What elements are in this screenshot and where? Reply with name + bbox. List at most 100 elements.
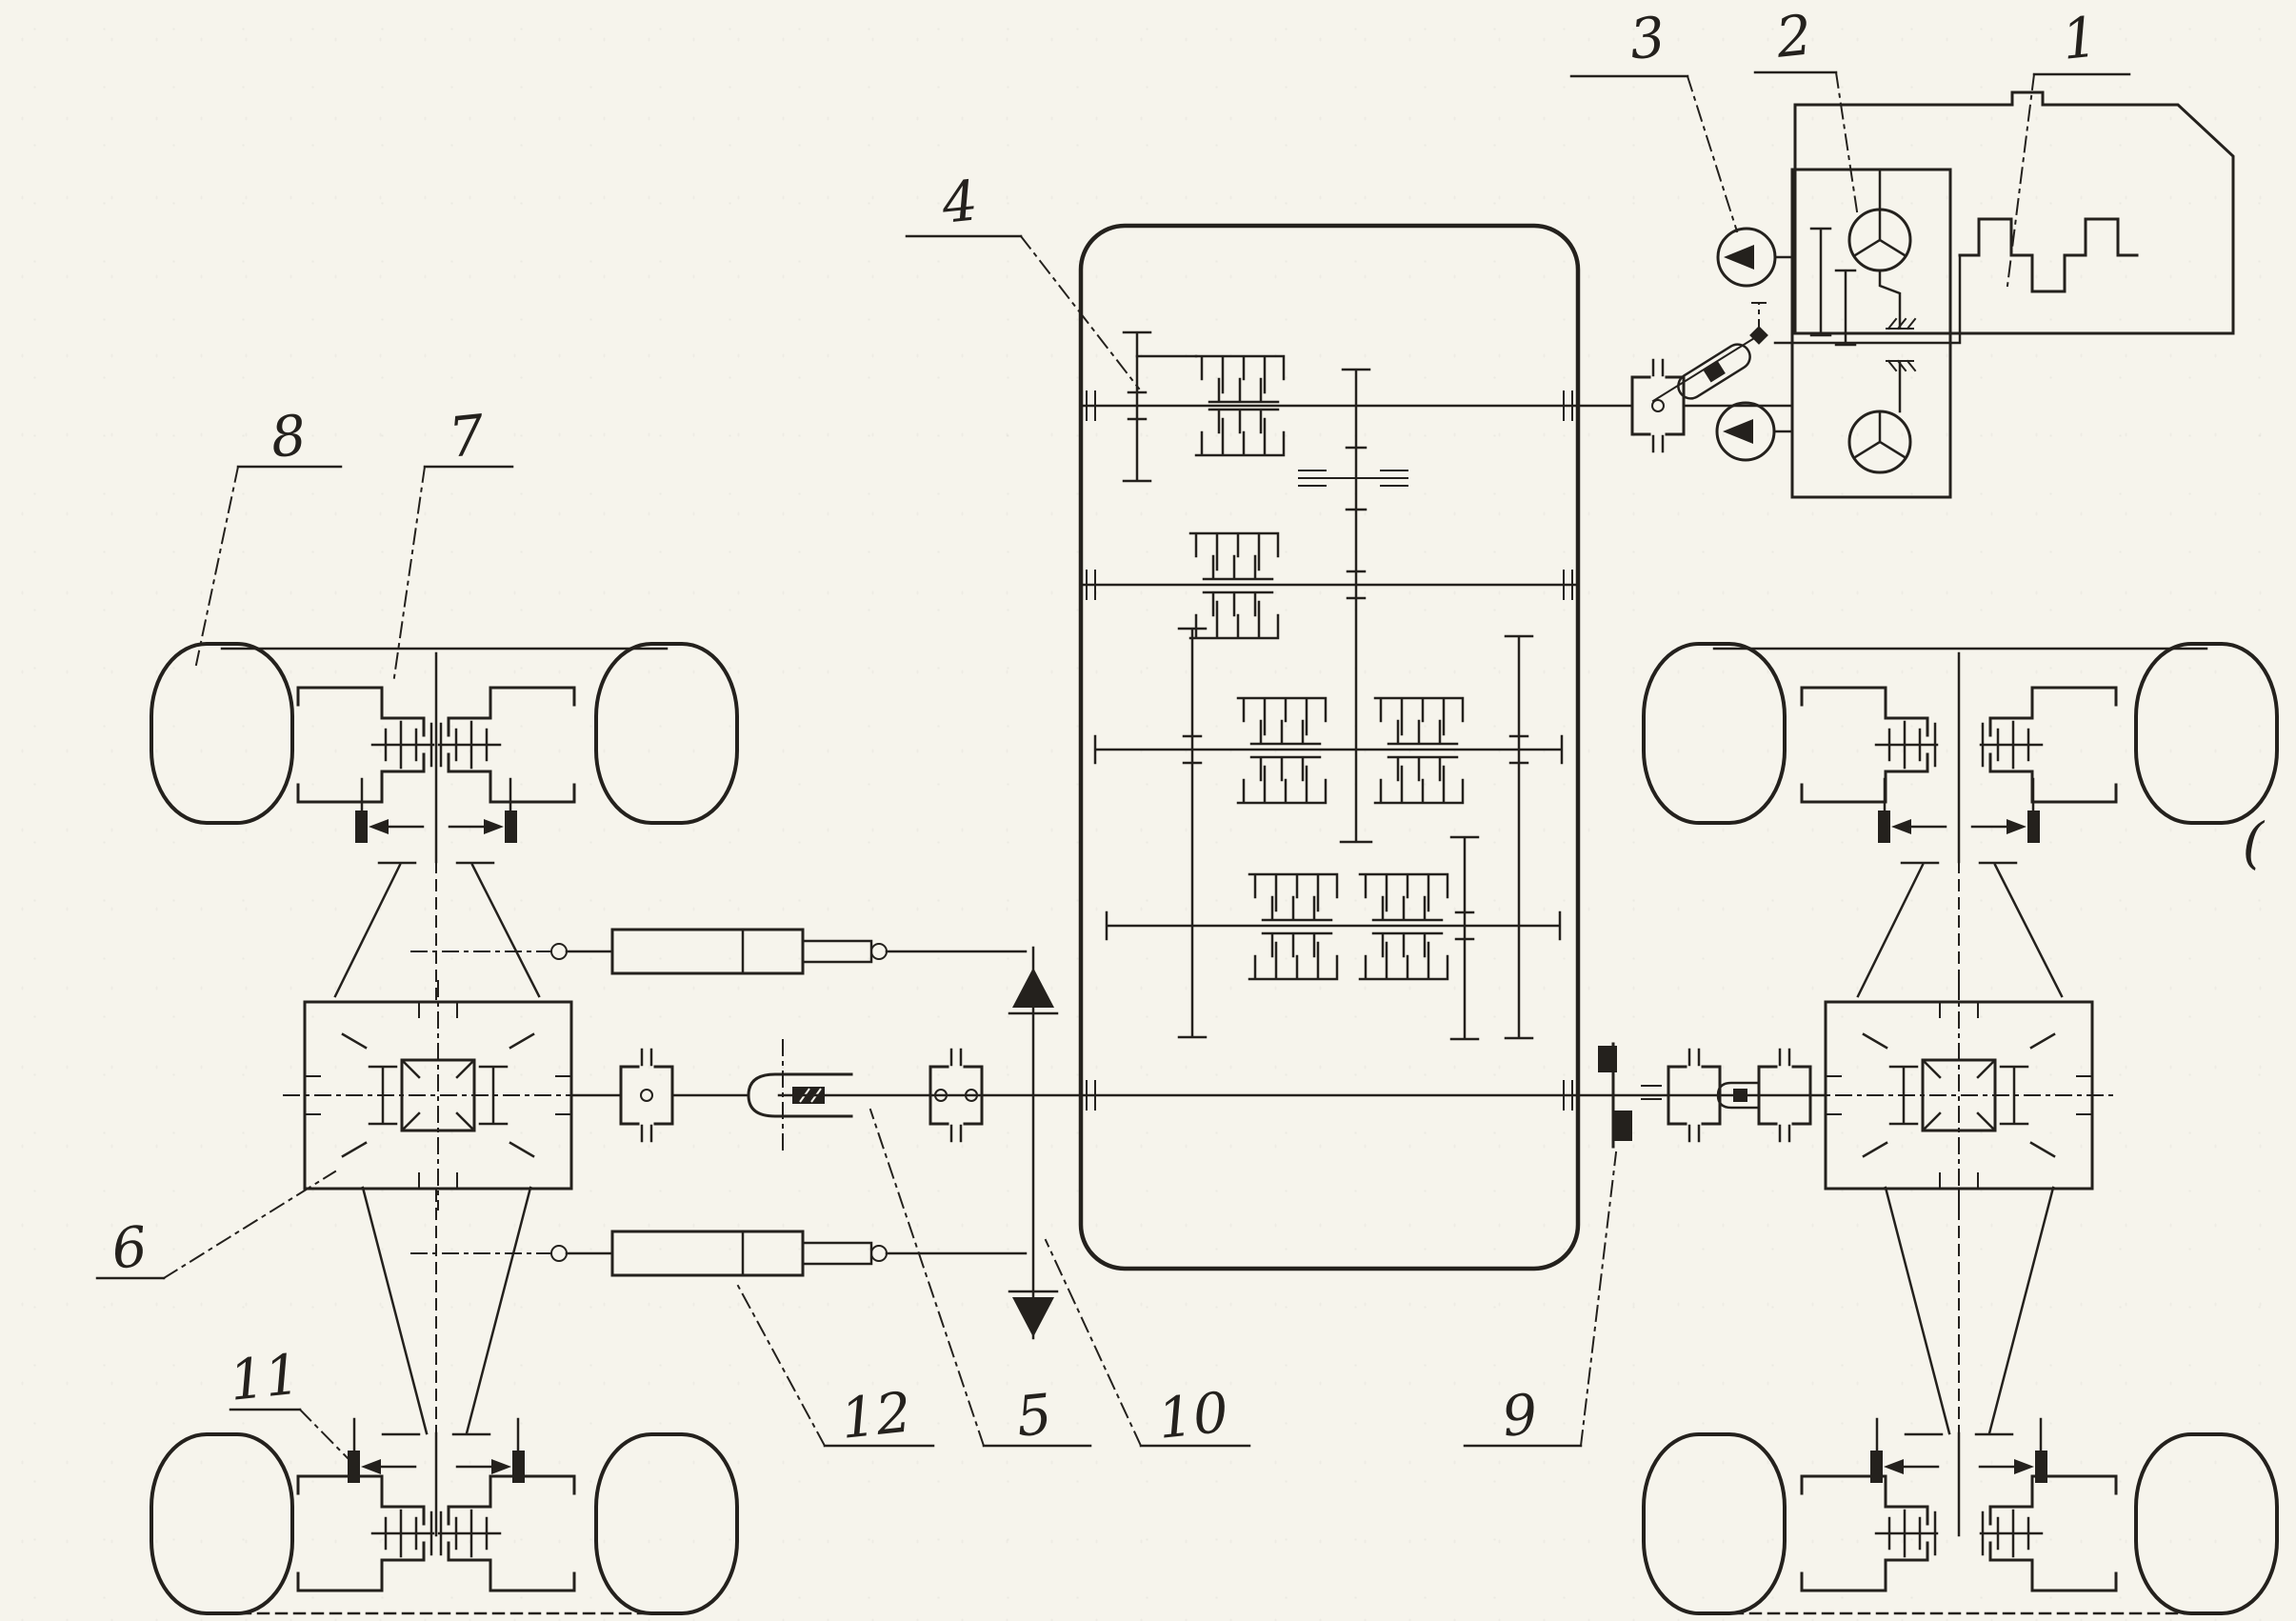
label-5: 5 — [868, 1108, 1092, 1450]
leader-line-4 — [1019, 234, 1141, 390]
gear-pack — [1248, 872, 1339, 922]
steering-cylinder-top — [410, 928, 1028, 975]
engine-housing — [1793, 90, 2235, 335]
coupling-left-1 — [619, 1048, 674, 1143]
gear-shaft-v1 — [1122, 330, 1152, 483]
gear-shaft-v3 — [1177, 627, 1208, 1039]
label-9-text: 9 — [1499, 1381, 1541, 1449]
dog-clutch — [1298, 470, 1408, 487]
axle-top-right — [1642, 642, 2279, 1003]
crankshaft — [1958, 217, 2139, 293]
wheel-bottom-right-inner — [1642, 1432, 1787, 1615]
articulation-axis — [1008, 946, 1059, 1340]
label-2-text: 2 — [1772, 2, 1815, 70]
hydraulic-motor-top — [1847, 208, 1912, 272]
pump-control-lever — [1651, 302, 1768, 403]
wheel-top-left-outer — [150, 642, 294, 825]
label-11: 11 — [227, 1341, 350, 1461]
leader-line-6 — [162, 1170, 337, 1280]
drive-funnel-down — [333, 863, 541, 998]
wheel-bottom-right-outer — [2134, 1432, 2279, 1615]
leader-line-10 — [1044, 1238, 1143, 1448]
leader-line-3 — [1686, 74, 1739, 233]
leader-line-12 — [736, 1284, 827, 1448]
wheel-hub-drive-tl-right — [437, 686, 576, 804]
slip-joint — [747, 1039, 853, 1155]
gear-pack — [1248, 931, 1339, 981]
pump-drive-shaft — [1773, 253, 1962, 345]
leader-line-9 — [1579, 1151, 1618, 1448]
gear-pack — [1236, 696, 1328, 746]
axle-brake-tl-left — [353, 777, 425, 845]
axle-top-left — [150, 642, 739, 1003]
callout-labels: 1 2 3 4 5 6 7 — [95, 2, 2131, 1461]
wheel-top-right-outer — [2134, 642, 2279, 825]
coupling-engine — [1630, 358, 1686, 453]
axle-bottom-right — [1642, 1186, 2279, 1615]
leader-line-7 — [391, 465, 427, 686]
hydrostatic-housing — [1790, 168, 1952, 499]
coupling-flange — [934, 1089, 948, 1102]
label-6: 6 — [95, 1170, 337, 1282]
hydraulic-pump-bottom — [1715, 401, 1776, 462]
pump-lines — [1772, 255, 1794, 433]
coupling-flange — [965, 1089, 978, 1102]
gearbox-shaft-4 — [1105, 911, 1562, 941]
label-12: 12 — [736, 1284, 935, 1451]
shaft-bearings — [1086, 390, 1573, 1111]
gear-pack — [1194, 354, 1286, 404]
hydrostatic-links — [1878, 168, 1902, 413]
leader-line-5 — [868, 1108, 986, 1448]
gear-pack — [1236, 755, 1328, 805]
wheel-top-right-inner — [1642, 642, 1787, 825]
gear-shaft-v4 — [1504, 634, 1534, 1040]
gear-pack — [1194, 408, 1286, 457]
label-7-text: 7 — [446, 402, 488, 470]
drive-funnel-down — [1856, 863, 2064, 998]
label-1-text: 1 — [2059, 4, 2101, 71]
steering-cylinder-bottom — [410, 1230, 1028, 1277]
gear-pack — [1358, 872, 1449, 922]
wheel-hub-drive-tl-left — [296, 686, 435, 804]
leader-line-8 — [194, 465, 240, 667]
hydraulic-pump-top — [1716, 227, 1777, 288]
hydrostatic-drive-unit — [1790, 168, 1952, 499]
drive-funnel-up — [1884, 1186, 2055, 1435]
coupling-pin — [1651, 399, 1665, 412]
label-1: 1 — [2006, 4, 2131, 288]
wheel-bottom-left-inner — [594, 1432, 739, 1615]
wheel-hub-drive-bl-right — [437, 1474, 576, 1592]
gear-pack — [1373, 755, 1465, 805]
wheel-hub-drive-tr-left — [1800, 686, 1939, 804]
coupling-pin — [640, 1089, 653, 1102]
label-9: 9 — [1463, 1151, 1618, 1450]
gearbox-housing — [1078, 223, 1581, 1271]
gear-pack — [1373, 696, 1465, 746]
gear-pack — [1188, 590, 1280, 640]
leader-line-1 — [2006, 72, 2036, 288]
right-output-shaft — [1576, 1042, 1827, 1149]
wheel-top-left-inner — [594, 642, 739, 825]
label-4: 4 — [905, 168, 1141, 390]
hydraulic-motor-bottom — [1847, 410, 1912, 474]
label-2: 2 — [1753, 2, 1859, 213]
wheel-hub-drive-bl-left — [296, 1474, 435, 1592]
left-propeller-shaft — [569, 1039, 1083, 1155]
label-8: 8 — [194, 402, 343, 667]
axle-brake-bl-left — [346, 1417, 417, 1485]
wheel-hub-drive-br-right — [1979, 1474, 2118, 1592]
slip-joint-right — [1716, 1081, 1759, 1110]
label-5-text: 5 — [1013, 1381, 1055, 1449]
stray-mark: ( — [2243, 810, 2266, 875]
gear-pack — [1188, 531, 1280, 581]
gear-pack — [1358, 931, 1449, 981]
label-11-text: 11 — [227, 1341, 304, 1412]
label-10: 10 — [1044, 1238, 1251, 1451]
label-3: 3 — [1569, 4, 1739, 233]
axle-bottom-left — [150, 1186, 739, 1615]
axle-brake-tr-left — [1876, 777, 1947, 845]
axle-brake-tr-right — [1970, 777, 2042, 845]
label-6-text: 6 — [109, 1213, 150, 1281]
